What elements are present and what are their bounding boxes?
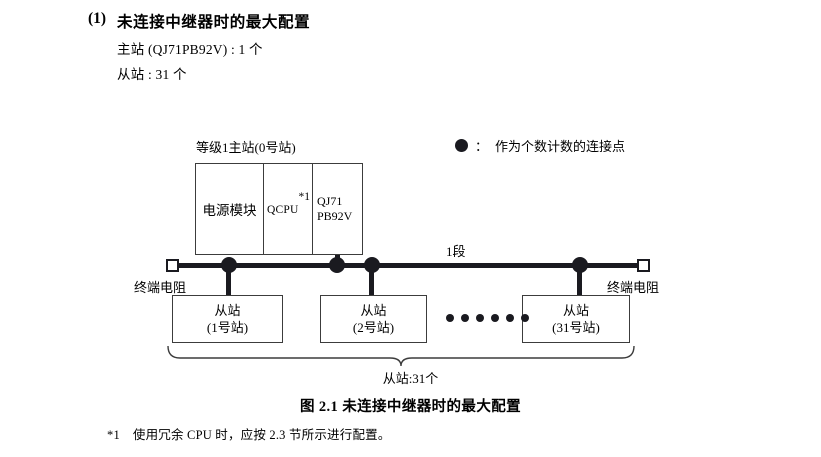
connection-point-dot-icon-slave31 [572, 257, 588, 273]
heading-title: 未连接中继器时的最大配置 [117, 14, 311, 31]
ellipsis-dot-icon [476, 314, 484, 322]
slave-station-box-2: 从站 (2号站) [320, 295, 427, 343]
legend-separator: ： [475, 139, 489, 154]
network-module-label-line2: PB92V [317, 209, 353, 223]
ellipsis-dots [446, 314, 529, 322]
slave-station-title-31: 从站 [562, 303, 589, 318]
footnote: *1 使用冗余 CPU 时，应按 2.3 节所示进行配置。 [107, 424, 391, 443]
rack-slot-network-module: QJ71 PB92V [313, 164, 361, 254]
rack-slot-power-module: 电源模块 [196, 164, 264, 254]
heading-number: (1) [88, 10, 107, 27]
master-station-label: 等级1主站(0号站) [196, 140, 296, 155]
connection-point-dot-icon-slave2 [364, 257, 380, 273]
spec-slave-count: 从站 : 31 个 [117, 67, 187, 82]
legend: ： 作为个数计数的连接点 [455, 136, 625, 155]
slave-station-title-1: 从站 [214, 303, 241, 318]
network-module-label: QJ71 PB92V [317, 194, 352, 224]
slave-total-label: 从站:31个 [382, 371, 439, 386]
drop-line-slave31 [577, 268, 582, 296]
footnote-mark: *1 [107, 428, 120, 442]
slave-count-brace [167, 345, 635, 367]
ellipsis-dot-icon [506, 314, 514, 322]
profibus-bus-line [172, 263, 644, 268]
connection-point-dot-icon-master [329, 257, 345, 273]
terminator-right-icon [637, 259, 650, 272]
connection-point-dot-icon-slave1 [221, 257, 237, 273]
cpu-footnote-mark: *1 [298, 191, 311, 203]
power-module-label: 电源模块 [202, 203, 257, 218]
ellipsis-dot-icon [446, 314, 454, 322]
slave-station-number-2: (2号站) [352, 320, 395, 335]
terminator-left-label: 终端电阻 [134, 280, 187, 295]
legend-text: 作为个数计数的连接点 [495, 139, 626, 154]
cpu-label: QCPU [267, 204, 299, 216]
terminator-left-icon [166, 259, 179, 272]
rack-slot-cpu: *1 QCPU [264, 164, 313, 254]
slave-station-box-31: 从站 (31号站) [522, 295, 630, 343]
network-module-label-line1: QJ71 [317, 194, 343, 208]
figure-caption: 图 2.1 未连接中继器时的最大配置 [299, 399, 522, 415]
ellipsis-dot-icon [461, 314, 469, 322]
terminator-right-label: 终端电阻 [607, 280, 660, 295]
master-rack: 电源模块 *1 QCPU QJ71 PB92V [195, 163, 363, 255]
slave-station-number-1: (1号站) [206, 320, 249, 335]
slave-station-title-2: 从站 [360, 303, 387, 318]
slave-station-number-31: (31号站) [552, 320, 600, 335]
brace-label-wrapper: 从站:31个 [0, 368, 821, 387]
slave-station-box-1: 从站 (1号站) [172, 295, 283, 343]
drop-line-slave2 [369, 268, 374, 296]
footnote-text: 使用冗余 CPU 时，应按 2.3 节所示进行配置。 [132, 428, 391, 442]
drop-line-slave1 [226, 268, 231, 296]
spec-master-count: 主站 (QJ71PB92V) : 1 个 [117, 42, 263, 57]
segment-label: 1段 [446, 244, 466, 259]
ellipsis-dot-icon [491, 314, 499, 322]
ellipsis-dot-icon [521, 314, 529, 322]
connection-point-dot-icon [455, 139, 468, 152]
